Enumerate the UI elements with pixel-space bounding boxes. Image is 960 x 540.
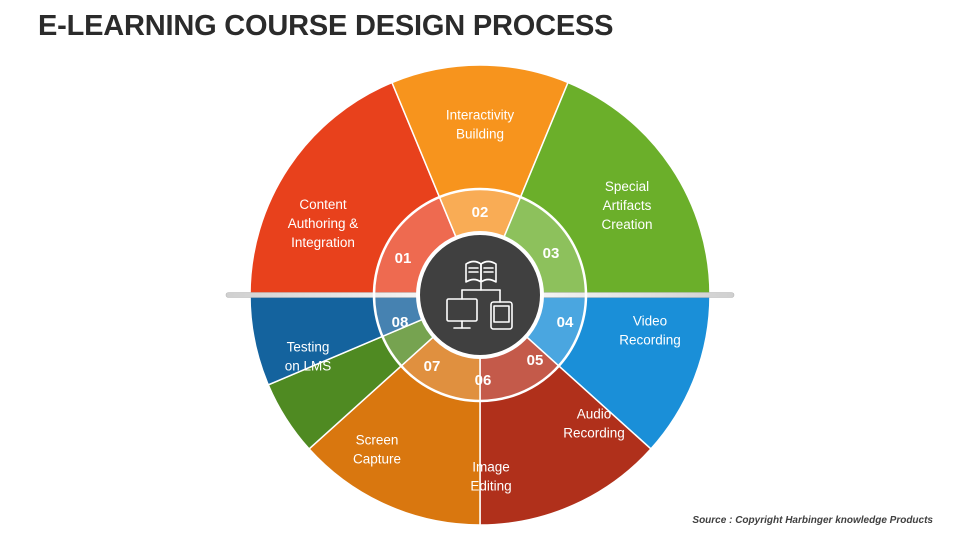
step-label-line: Video — [633, 314, 667, 329]
step-number-02: 02 — [472, 204, 489, 221]
step-label-line: Building — [456, 127, 504, 142]
outer-segments — [249, 64, 711, 526]
step-label-line: Recording — [563, 426, 625, 441]
step-label-line: on LMS — [285, 359, 332, 374]
step-label-line: Editing — [470, 479, 511, 494]
step-label-line: Creation — [601, 217, 652, 232]
step-label-line: Interactivity — [446, 108, 515, 123]
step-label-line: Screen — [356, 433, 399, 448]
book-devices-network-icon — [446, 260, 513, 330]
step-label-line: Capture — [353, 452, 401, 467]
step-number-07: 07 — [424, 358, 441, 375]
source-note: Source : Copyright Harbinger knowledge P… — [692, 515, 933, 526]
inner-labels: 01 02 03 04 05 06 07 08 — [392, 204, 574, 389]
step-label-line: Special — [605, 179, 649, 194]
step-number-03: 03 — [543, 245, 560, 262]
inner-ring-border — [372, 187, 588, 403]
step-number-06: 06 — [475, 372, 492, 389]
center-hub — [416, 231, 544, 359]
step-number-08: 08 — [392, 314, 409, 331]
step-label-line: Authoring & — [288, 216, 359, 231]
step-number-05: 05 — [527, 352, 544, 369]
step-label-line: Image — [472, 460, 510, 475]
step-label-line: Audio — [577, 407, 612, 422]
step-number-04: 04 — [557, 314, 574, 331]
step-label-line: Artifacts — [603, 198, 652, 213]
step-label-line: Integration — [291, 235, 355, 250]
step-label-line: Content — [299, 197, 347, 212]
page-title: E-LEARNING COURSE DESIGN PROCESS — [38, 10, 614, 42]
step-number-01: 01 — [395, 250, 412, 267]
step-label-line: Recording — [619, 333, 681, 348]
step-label-08: Testing on LMS — [285, 340, 332, 374]
step-label-line: Testing — [287, 340, 330, 355]
